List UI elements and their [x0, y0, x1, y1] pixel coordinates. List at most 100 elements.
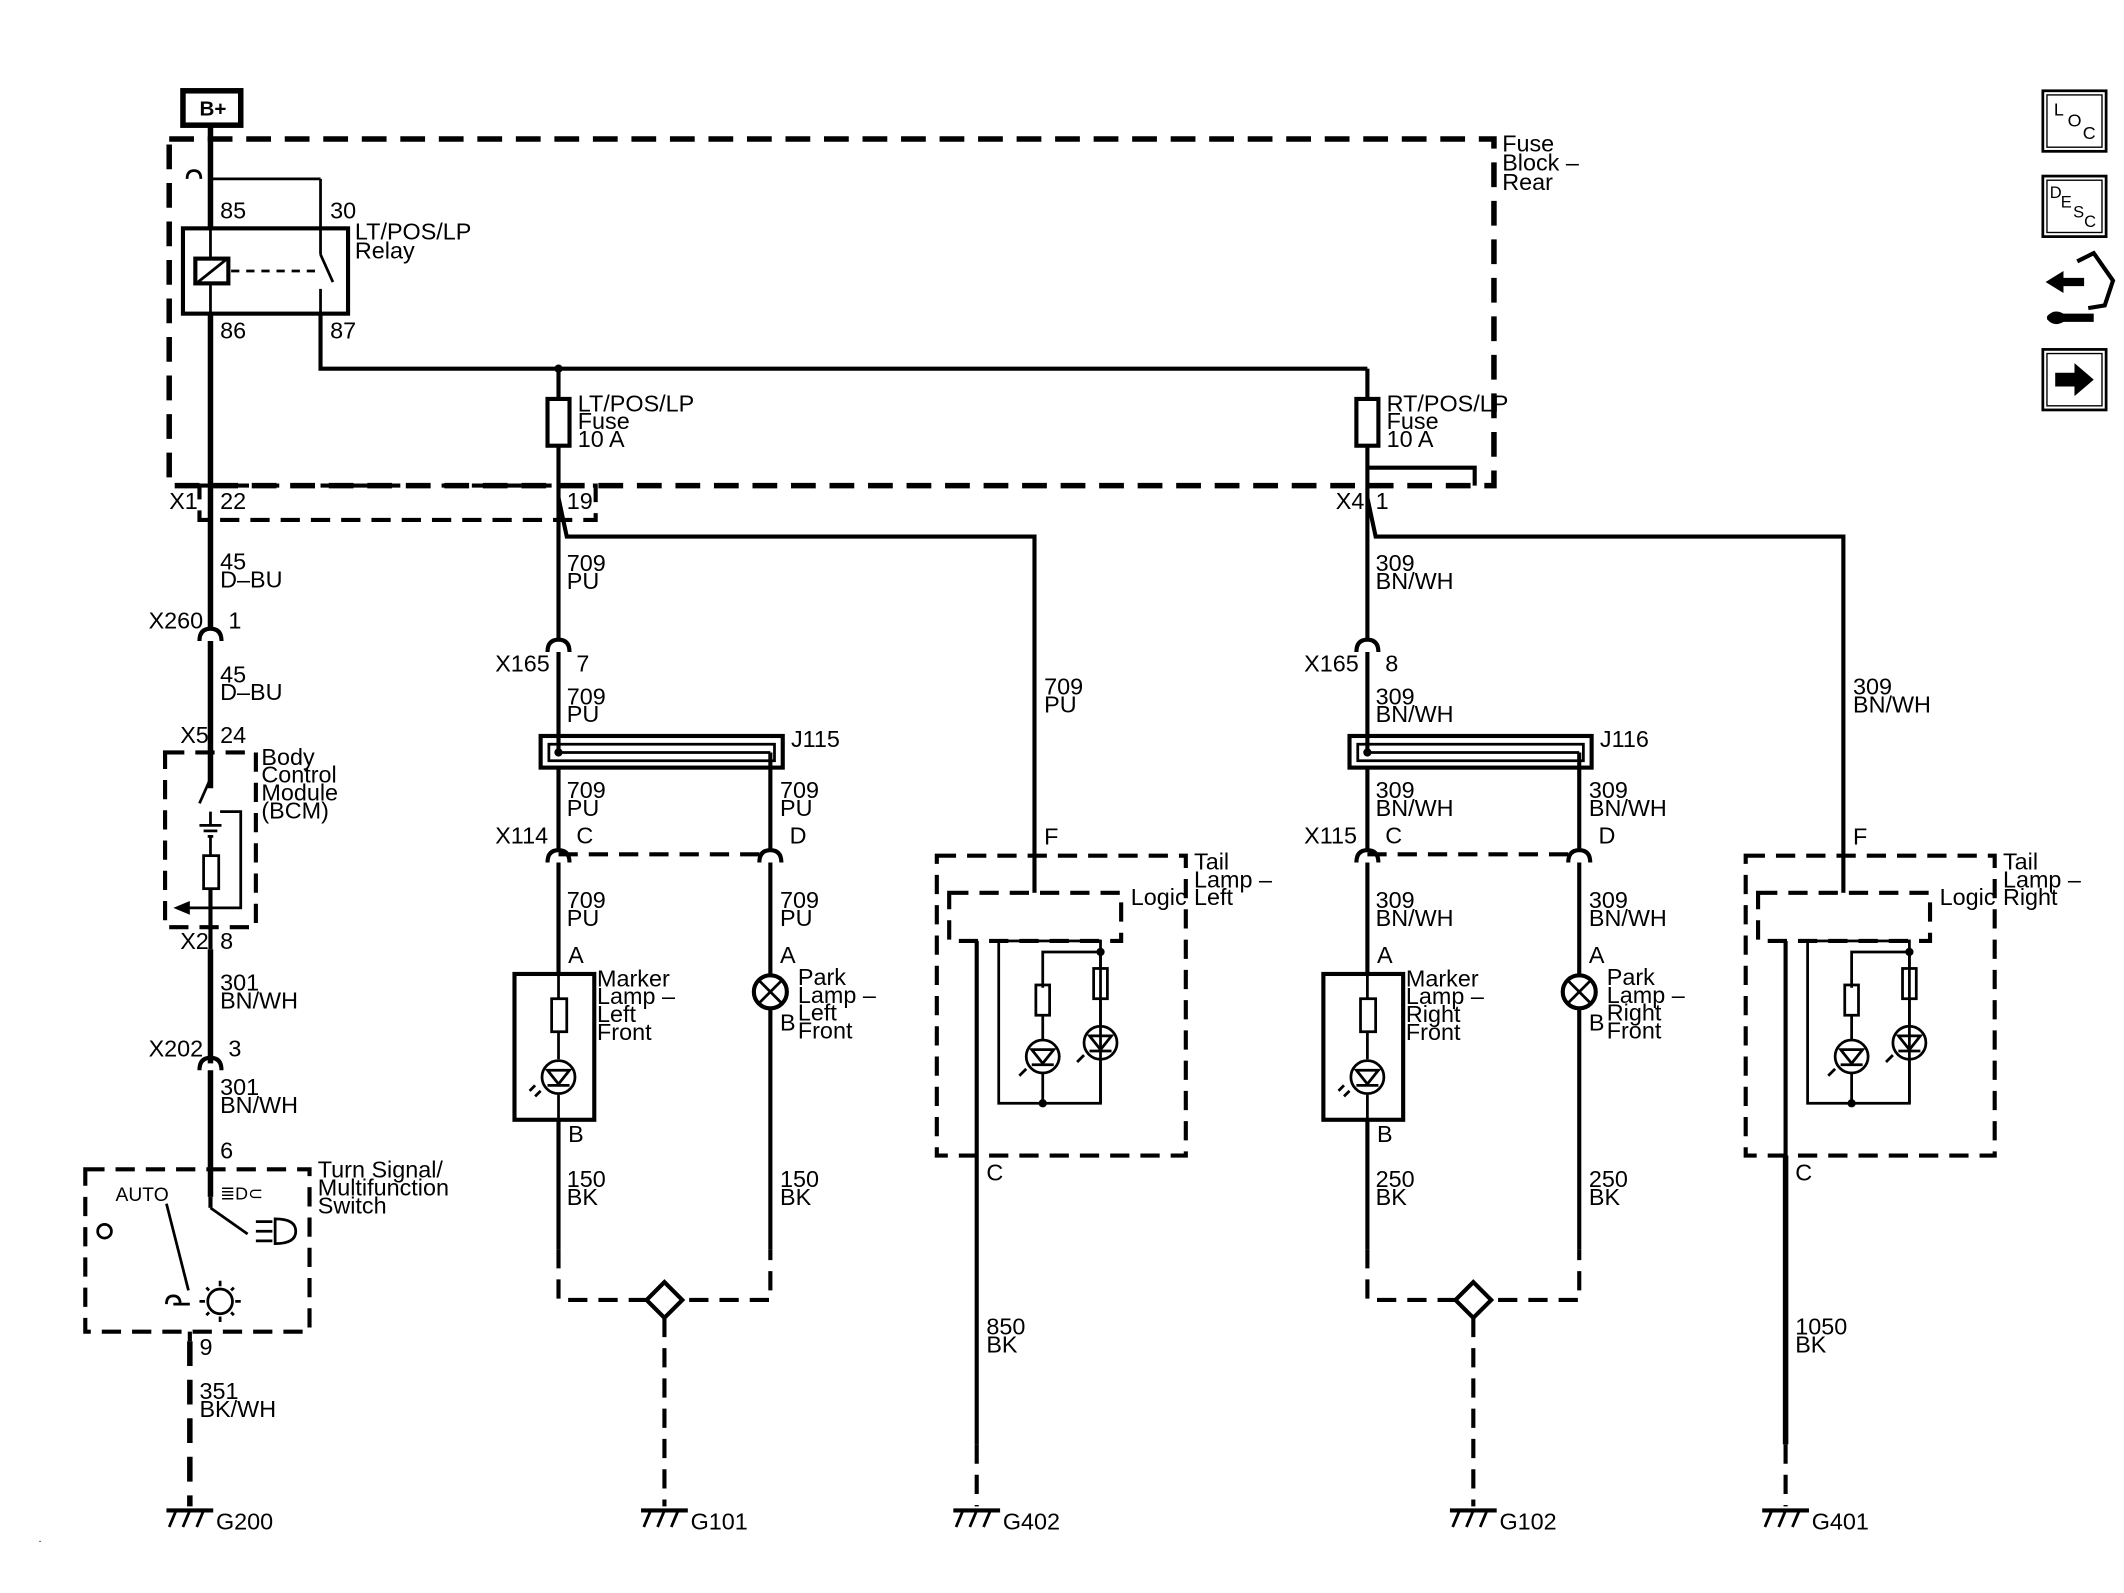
- tail-l-pin-f: F: [1044, 824, 1058, 850]
- relay-pin-85: 85: [220, 198, 246, 224]
- tail-r-pin-f: F: [1853, 824, 1867, 850]
- svg-text:S: S: [2073, 203, 2084, 221]
- wire-309-c: 309 BN/WH: [1376, 777, 1454, 821]
- wire-309-d: 309 BN/WH: [1589, 777, 1667, 821]
- wire-250-a: 250 BK: [1376, 1166, 1422, 1210]
- body-control-module: Body Control Module (BCM): [163, 744, 344, 950]
- ground-g102: G102: [1449, 1508, 1557, 1535]
- lt-pos-lp-fuse: LT/POS/LP Fuse 10 A: [545, 368, 701, 498]
- wire-709-a: 709 PU: [567, 550, 613, 594]
- park-lf-pin-b: B: [780, 1009, 796, 1035]
- svg-text:D: D: [2050, 184, 2062, 202]
- lt-fuse-label: LT/POS/LP Fuse 10 A: [578, 390, 701, 452]
- park-lf-title: Park Lamp – Left Front: [798, 964, 882, 1044]
- svg-text:E: E: [2061, 194, 2072, 212]
- x2-pin: 8: [220, 928, 233, 954]
- svg-text:≣D⊂: ≣D⊂: [220, 1184, 263, 1204]
- switch-pin-6: 6: [220, 1137, 233, 1163]
- marker-rf-pin-b: B: [1377, 1121, 1393, 1147]
- wire-45-a: 45 D–BU: [220, 549, 282, 593]
- desc-icon[interactable]: D E S C: [2041, 174, 2108, 238]
- loc-icon[interactable]: L O C: [2041, 89, 2108, 153]
- splice-pack-j115: J115: [538, 726, 840, 770]
- wire-301-b: 301 BN/WH: [220, 1074, 298, 1118]
- marker-lamp-right-front: A Marker Lamp – Right Front B: [1321, 942, 1490, 1147]
- tail-lamp-left: F Logic Tail Lamp – Left C: [934, 824, 1278, 1185]
- wire-150-b: 150 BK: [780, 1166, 826, 1210]
- switch-auto-label: AUTO: [116, 1185, 169, 1206]
- wire-45-b: 45 D–BU: [220, 661, 282, 705]
- ground-g101-label: G101: [691, 1509, 748, 1535]
- wire-150-a: 150 BK: [567, 1166, 613, 1210]
- svg-text:C: C: [2084, 213, 2096, 231]
- x165-right-pin: 8: [1385, 650, 1398, 676]
- wire-709-f: 709 PU: [780, 887, 826, 931]
- marker-rf-title: Marker Lamp – Right Front: [1406, 965, 1490, 1045]
- ground-g200-label: G200: [216, 1509, 273, 1535]
- ground-g402: G402: [953, 1508, 1060, 1535]
- switch-title: Turn Signal/ Multifunction Switch: [318, 1157, 456, 1219]
- x260-label: X260: [149, 608, 204, 634]
- ground-g401-label: G401: [1812, 1509, 1869, 1535]
- x5-pin: 24: [220, 722, 246, 748]
- splice-pack-j116: J116: [1347, 726, 1649, 770]
- x4-pin-1: 1: [1376, 488, 1389, 514]
- svg-text:L: L: [2054, 100, 2064, 120]
- x260-pin: 1: [228, 608, 241, 634]
- x202-pin: 3: [228, 1035, 241, 1061]
- tail-l-title: Tail Lamp – Left: [1194, 848, 1278, 910]
- wire-301-a: 301 BN/WH: [220, 969, 298, 1013]
- connector-icon[interactable]: [2045, 250, 2116, 325]
- wire-250-b: 250 BK: [1589, 1166, 1635, 1210]
- x165-left-pin: 7: [576, 650, 589, 676]
- wire-1050: 1050 BK: [1795, 1313, 1854, 1357]
- wire-309-b: 309 BN/WH: [1376, 683, 1454, 727]
- x1-label: X1: [169, 488, 198, 514]
- fuse-block-title: Fuse Block – Rear: [1502, 130, 1585, 195]
- x5-label: X5: [180, 722, 209, 748]
- x4-label: X4: [1336, 488, 1365, 514]
- x202-label: X202: [149, 1035, 204, 1061]
- x165-left-label: X165: [495, 650, 550, 676]
- bcm-title: Body Control Module (BCM): [261, 744, 344, 824]
- ground-g402-label: G402: [1003, 1509, 1060, 1535]
- relay-title: LT/POS/LP Relay: [355, 218, 478, 263]
- wire-709-d: 709 PU: [780, 777, 826, 821]
- j116-label: J116: [1600, 726, 1649, 752]
- next-icon[interactable]: [2041, 348, 2108, 412]
- wire-709-g: 709 PU: [1044, 674, 1090, 718]
- j115-label: J115: [791, 726, 840, 752]
- tail-l-pin-c: C: [986, 1159, 1003, 1185]
- park-lamp-left-front: A B Park Lamp – Left Front: [751, 942, 882, 1044]
- lt-pos-lp-relay: 85 30 86 87 LT/POS/LP Relay: [180, 125, 478, 343]
- svg-text:C: C: [2083, 123, 2096, 143]
- x114-pin-c: C: [576, 822, 593, 848]
- marker-lamp-left-front: A Marker Lamp – Left Front B: [512, 942, 681, 1147]
- fuse-block-rear: Fuse Block – Rear: [166, 130, 1585, 489]
- rt-fuse-label: RT/POS/LP Fuse 10 A: [1387, 390, 1515, 452]
- marker-rf-pin-a: A: [1377, 942, 1393, 968]
- park-lf-pin-a: A: [780, 942, 796, 968]
- wire-850: 850 BK: [986, 1313, 1032, 1357]
- x115-pin-c: C: [1385, 822, 1402, 848]
- park-rf-pin-a: A: [1589, 942, 1605, 968]
- ground-g102-label: G102: [1499, 1509, 1556, 1535]
- park-rf-title: Park Lamp – Right Front: [1607, 964, 1691, 1044]
- x114-label: X114: [495, 822, 548, 848]
- relay-pin-87: 87: [330, 317, 356, 343]
- tail-r-title: Tail Lamp – Right: [2003, 848, 2087, 910]
- svg-text:O: O: [2068, 111, 2082, 131]
- wire-351: 351 BK/WH: [199, 1378, 276, 1422]
- x114-pin-d: D: [790, 822, 807, 848]
- wire-309-f: 309 BN/WH: [1589, 887, 1667, 931]
- relay-pin-86: 86: [220, 317, 246, 343]
- wire-709-e: 709 PU: [567, 887, 613, 931]
- ground-g101: G101: [641, 1508, 748, 1535]
- marker-lf-pin-a: A: [568, 942, 584, 968]
- marker-lf-title: Marker Lamp – Left Front: [597, 965, 681, 1045]
- turn-signal-multifunction-switch: AUTO ≣D⊂ Turn Signal/ Multifunction Swit…: [83, 1157, 456, 1342]
- tail-r-logic: Logic: [1940, 884, 1996, 910]
- svg-text:.: .: [39, 1533, 42, 1545]
- relay-pin-30: 30: [330, 198, 356, 224]
